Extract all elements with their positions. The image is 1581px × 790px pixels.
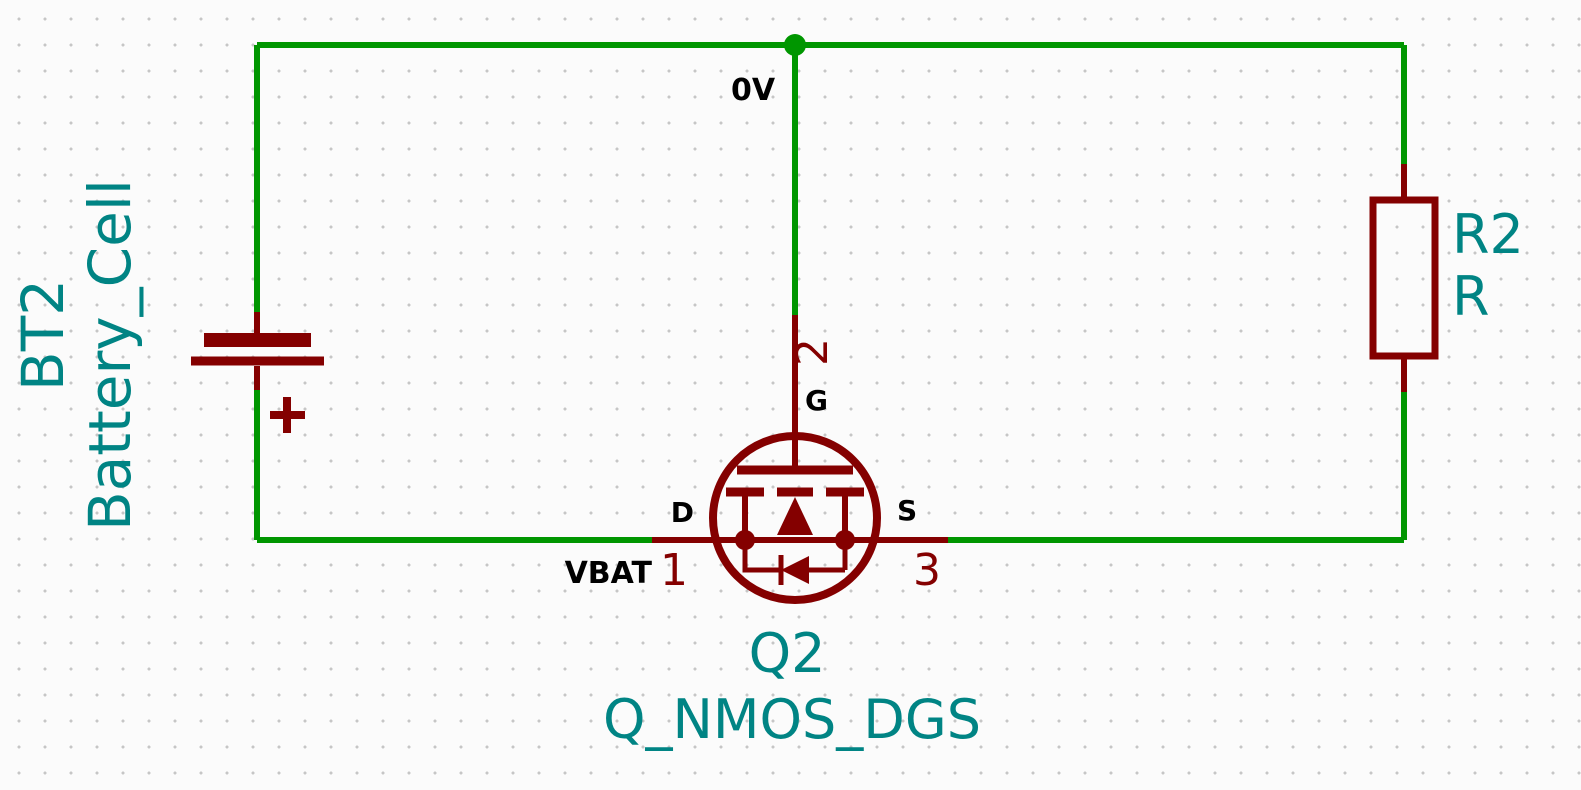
net-label-vbat[interactable]: VBAT	[565, 556, 653, 591]
junction-dot[interactable]	[784, 34, 806, 56]
battery-value[interactable]: Battery_Cell	[76, 179, 144, 531]
mosfet-pin-name-source: S	[897, 494, 917, 527]
mosfet-pin-number-source: 3	[913, 545, 941, 596]
battery-symbol[interactable]	[191, 312, 324, 433]
mosfet-pin-name-drain: D	[671, 496, 694, 529]
mosfet-pin-number-gate: 2	[787, 338, 838, 366]
resistor-value[interactable]: R	[1452, 265, 1490, 328]
net-label-0v[interactable]: 0V	[731, 73, 776, 108]
mosfet-pin-name-gate: G	[805, 384, 828, 417]
battery-reference[interactable]: BT2	[9, 279, 77, 391]
mosfet-reference[interactable]: Q2	[749, 622, 826, 685]
resistor-reference[interactable]: R2	[1452, 203, 1524, 266]
mosfet-pin-number-drain: 1	[660, 545, 688, 596]
resistor-symbol[interactable]	[1369, 164, 1439, 392]
mosfet-symbol[interactable]	[652, 315, 948, 604]
mosfet-value[interactable]: Q_NMOS_DGS	[603, 688, 981, 751]
